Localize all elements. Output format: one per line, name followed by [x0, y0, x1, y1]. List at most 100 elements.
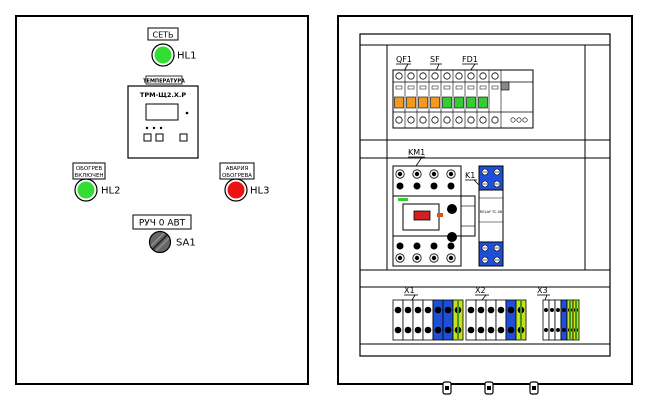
contactor-wire-hole-bottom	[430, 242, 438, 250]
relay-screws	[481, 168, 501, 264]
label-x2: X2	[475, 286, 486, 295]
cable-gland-core	[445, 386, 449, 390]
controller-tag: ТЕМПЕРАТУРА	[143, 78, 185, 84]
breaker-top-screw	[431, 72, 439, 80]
front-panel-frame	[15, 15, 309, 385]
x2-module	[485, 299, 497, 341]
breaker-bottom-screw	[455, 116, 463, 124]
controller-tag-plate	[145, 75, 183, 85]
contactor-wire-hole-top	[447, 182, 455, 190]
lamp-hl2-light	[77, 181, 95, 199]
lamp-hl2-designator: HL2	[101, 186, 120, 197]
x2-module	[465, 299, 477, 341]
rail-2-contactor: KM1 K1 RELAY TC-06	[392, 148, 504, 267]
x3-module	[548, 299, 556, 341]
x3-screw-bottom	[544, 328, 548, 332]
x3-module	[542, 299, 550, 341]
lamp-hl3-designator: HL3	[250, 186, 269, 197]
rcd-test-button	[500, 81, 510, 91]
x1-module	[402, 299, 414, 341]
breaker-top-screw	[479, 72, 487, 80]
breaker-top-screw	[407, 72, 415, 80]
breaker-bottom-screw	[443, 116, 451, 124]
x1-screw-bottom	[404, 326, 412, 334]
x3-module	[560, 299, 568, 341]
breaker-label-window	[407, 85, 415, 90]
breaker-label-window	[443, 85, 451, 90]
x3-screw-bottom	[562, 328, 566, 332]
contactor-wire-hole-bottom	[413, 242, 421, 250]
leader-x3-b	[544, 294, 548, 301]
terminal-strips	[392, 299, 580, 341]
lamp-hl1-tag-plate	[147, 27, 179, 41]
breaker-toggle	[406, 96, 416, 109]
controller-key-1	[143, 133, 152, 142]
controller-display	[145, 103, 179, 121]
breaker-bottom-screw	[395, 116, 403, 124]
breaker-label-window	[419, 85, 427, 90]
label-qf1: QF1	[396, 55, 412, 64]
lamp-hl2-tag-line1: ОБОГРЕВ	[76, 166, 103, 172]
breaker-bottom-screw	[419, 116, 427, 124]
contactor-red-flag	[413, 210, 431, 221]
switch-sa1: РУЧ 0 АВТ SA1	[132, 214, 196, 254]
x2-module	[505, 299, 517, 341]
breaker-top-screw	[419, 72, 427, 80]
x2-pe-stripe	[520, 300, 522, 340]
controller-body	[127, 85, 199, 159]
lamp-hl3-light	[227, 181, 245, 199]
x2-screw-top	[497, 306, 505, 314]
back-panel: QF1 SF FD1 KM1 K1	[337, 15, 633, 395]
leader-x1-b	[411, 294, 416, 301]
x3-screw-top	[550, 308, 554, 312]
x2-module	[475, 299, 487, 341]
x3-screw-top	[562, 308, 566, 312]
x1-module	[432, 299, 444, 341]
contactor-wire-hole-bottom	[396, 242, 404, 250]
controller-key-3	[179, 133, 188, 142]
cable-glands	[442, 381, 539, 395]
controller-key-2	[155, 133, 164, 142]
x1-screw-top	[414, 306, 422, 314]
breaker-bottom-screw	[479, 116, 487, 124]
breaker-toggle	[454, 96, 464, 109]
x1-pe-stripe	[457, 300, 459, 340]
x3-screw-bottom	[550, 328, 554, 332]
breaker-toggle	[466, 96, 476, 109]
label-fd1: FD1	[462, 55, 478, 64]
contactor-wire-hole-top	[396, 182, 404, 190]
x1-screw-bottom	[394, 326, 402, 334]
x1-module	[442, 299, 454, 341]
lamp-hl3-tag-line1: АВАРИЯ	[226, 166, 249, 172]
contactor-terminal-top-screw	[448, 171, 454, 177]
breaker-bottom-screw	[467, 116, 475, 124]
breaker-toggle	[394, 96, 404, 109]
x2-screw-top	[487, 306, 495, 314]
x1-screw-top	[404, 306, 412, 314]
breaker-bottom-screw	[491, 116, 499, 124]
x1-module	[412, 299, 424, 341]
x2-screw-top	[467, 306, 475, 314]
contactor-side-flag	[437, 213, 443, 217]
contactor-terminal-top-screw	[431, 171, 437, 177]
controller-dot-3	[159, 126, 163, 130]
lamp-hl1-tag: СЕТЬ	[152, 31, 173, 40]
contactor-terminal-bottom-screw	[431, 255, 437, 261]
x2-screw-bottom	[477, 326, 485, 334]
contactor-wire-hole-bottom	[447, 242, 455, 250]
contactor-wire-hole-top	[413, 182, 421, 190]
x1-screw-top	[394, 306, 402, 314]
x1-screw-bottom	[444, 326, 452, 334]
controller-model: ТРМ-Щ2.Х.Р	[140, 91, 186, 99]
switch-sa1-knob-mark-2	[155, 237, 170, 252]
cable-gland-core	[487, 386, 491, 390]
breaker-label-window	[467, 85, 475, 90]
breaker-toggle	[430, 96, 440, 109]
switch-sa1-designator: SA1	[176, 238, 196, 249]
switch-sa1-knob-mark-1	[152, 234, 168, 250]
x3-screw-bottom	[556, 328, 560, 332]
contactor-terminal-bottom-screw	[448, 255, 454, 261]
leader-km1-b	[415, 156, 423, 167]
breaker-toggle	[478, 96, 488, 109]
